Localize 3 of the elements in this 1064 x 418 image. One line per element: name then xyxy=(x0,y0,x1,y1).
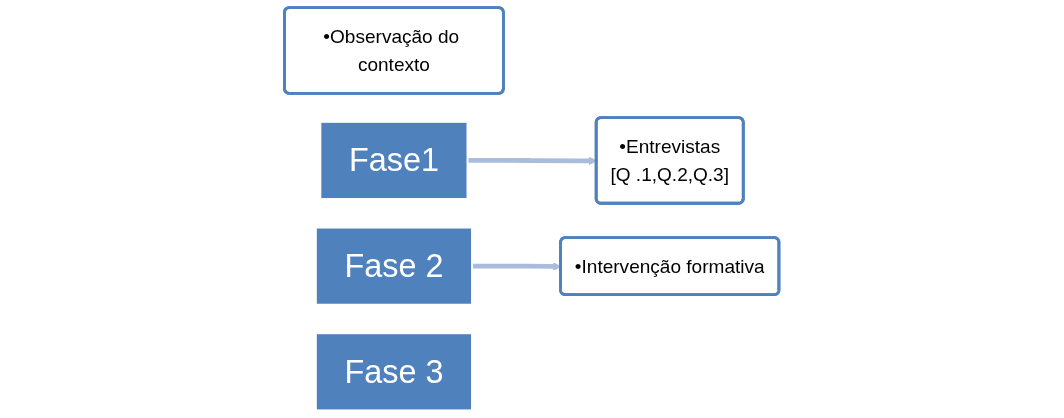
node-box: Fase 2 xyxy=(315,226,474,306)
node-box: Fase 3 xyxy=(315,332,474,412)
node-box: Fase1 xyxy=(319,120,469,200)
